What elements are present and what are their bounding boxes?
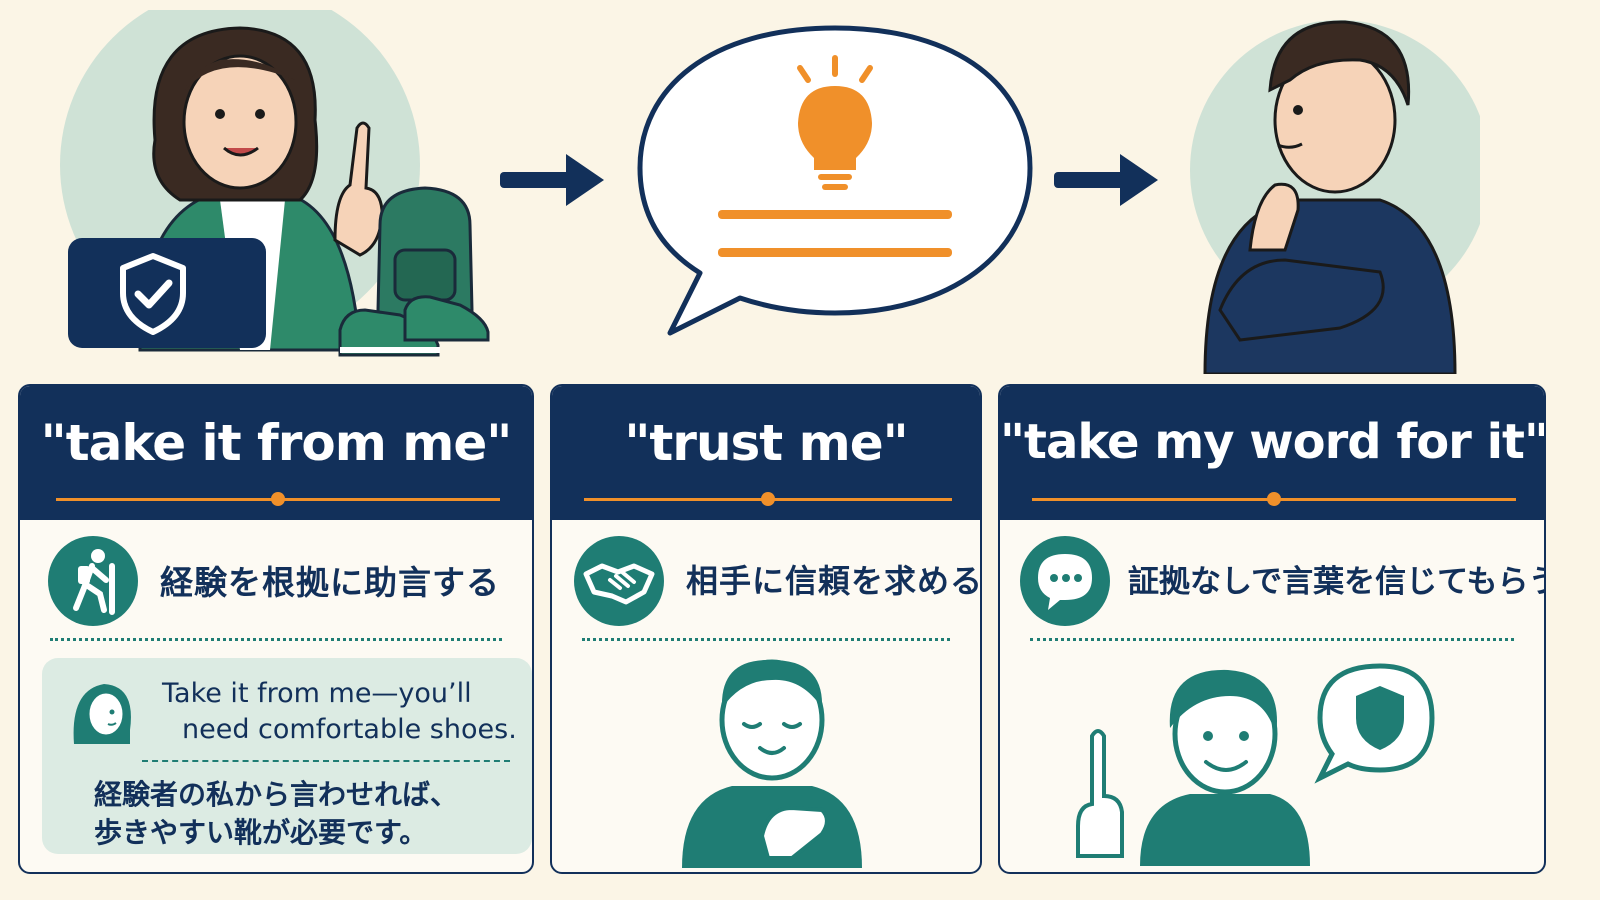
arrow-right-icon <box>500 154 604 206</box>
hiker-icon <box>48 536 138 626</box>
thinking-man-illustration <box>1190 20 1480 374</box>
dotted-divider <box>582 638 950 641</box>
example-japanese-line-1: 経験者の私から言わせれば、 <box>94 778 459 811</box>
example-japanese-line-2: 歩きやすい靴が必要です。 <box>94 816 428 849</box>
phrase-title: "take my word for it" <box>1000 414 1546 470</box>
card-take-it-from-me: "take it from me" 経験を根拠に助言する Take it fro… <box>18 384 534 874</box>
divider-ornament <box>1032 492 1516 506</box>
meaning-row: 経験を根拠に助言する <box>20 536 532 626</box>
meaning-text: 経験を根拠に助言する <box>160 563 500 602</box>
divider-ornament <box>584 492 952 506</box>
shield-icon <box>1356 686 1404 750</box>
idea-speech-bubble <box>637 25 1033 336</box>
example-english-line-1: Take it from me—you’ll <box>162 678 472 709</box>
pointing-man-illustration <box>1076 663 1435 866</box>
card-header: "take it from me" <box>20 386 532 520</box>
phrase-title: "take it from me" <box>40 414 513 472</box>
dotted-divider <box>50 638 502 641</box>
example-separator <box>142 760 510 762</box>
card-trust-me: "trust me" 相手に信頼を求める <box>550 384 982 874</box>
meaning-text: 証拠なしで言葉を信じてもらう <box>1128 564 1546 600</box>
dotted-divider <box>1030 638 1514 641</box>
meaning-text: 相手に信頼を求める <box>686 562 982 600</box>
divider-ornament <box>56 492 500 506</box>
handshake-icon <box>574 536 664 626</box>
meaning-row: 相手に信頼を求める <box>552 536 980 626</box>
card-header: "trust me" <box>552 386 980 520</box>
example-english: Take it from me—you’ll need comfortable … <box>162 676 522 748</box>
woman-avatar-icon <box>73 684 131 744</box>
lightbulb-icon <box>797 55 873 190</box>
card-header: "take my word for it" <box>1000 386 1544 520</box>
phrase-title: "trust me" <box>624 414 908 472</box>
shield-check-icon <box>120 253 186 335</box>
card-take-my-word-for-it: "take my word for it" 証拠なしで言葉を信じてもらう <box>998 384 1546 874</box>
example-japanese: 経験者の私から言わせれば、 歩きやすい靴が必要です。 <box>94 776 524 852</box>
arrow-right-icon <box>1054 154 1158 206</box>
trust-badge <box>68 238 266 348</box>
example-box: Take it from me—you’ll need comfortable … <box>42 658 532 854</box>
example-english-line-2: need comfortable shoes. <box>182 714 517 745</box>
speech-bubble-icon <box>1020 536 1110 626</box>
calm-person-illustration <box>682 659 862 868</box>
meaning-row: 証拠なしで言葉を信じてもらう <box>1000 536 1544 626</box>
